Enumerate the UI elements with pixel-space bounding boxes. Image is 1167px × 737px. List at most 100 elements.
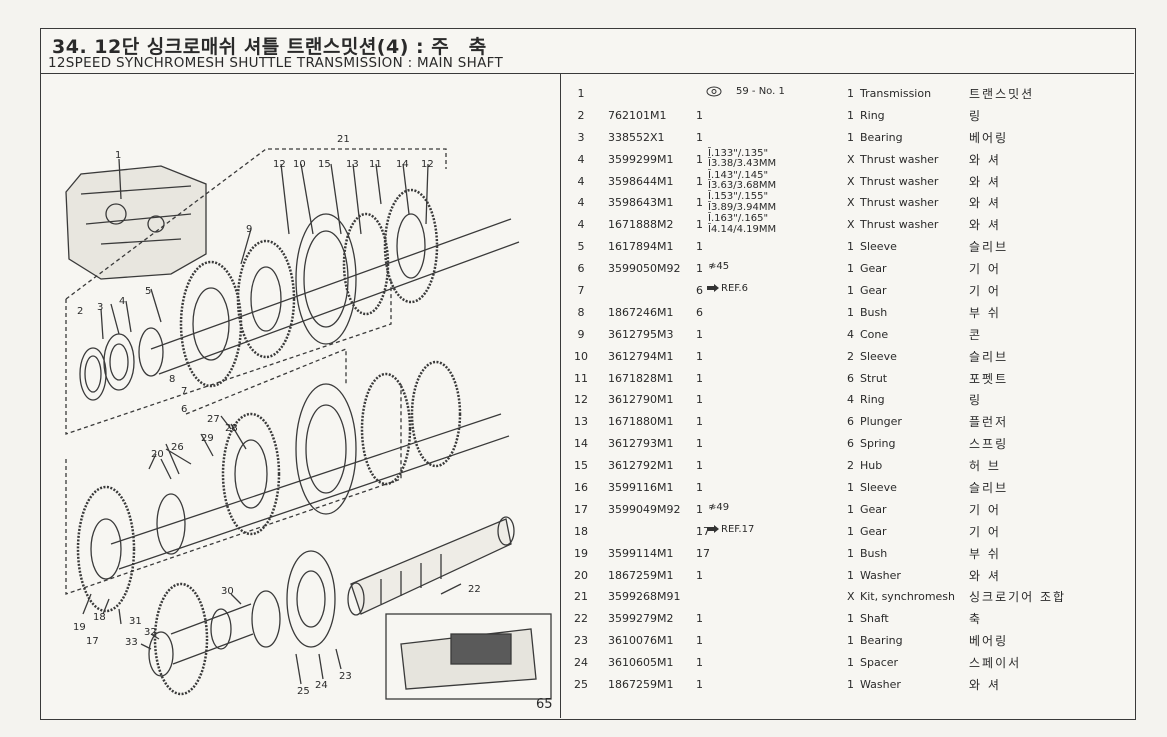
quantity-per-unit: 1: [847, 568, 854, 582]
part-name-korean: 트랜스밋션: [969, 87, 1035, 101]
quantity-per-unit: X: [847, 196, 855, 210]
item-number: 11: [574, 371, 588, 385]
part-name-korean: 콘: [969, 327, 983, 342]
part-number: 762101M1: [608, 108, 667, 122]
quantity: 17: [696, 524, 710, 538]
spec-note: REF.6: [721, 283, 748, 295]
quantity: 1: [696, 349, 703, 363]
quantity: 1: [696, 612, 703, 626]
svg-text:27: 27: [207, 414, 220, 425]
page-header: 34. 12단 싱크로매쉬 셔틀 트랜스밋션(4) : 주 축 12SPEED …: [40, 28, 1134, 74]
part-name: Sleeve: [860, 349, 897, 363]
quantity-per-unit: 6: [847, 437, 854, 451]
part-number: 3599049M92: [608, 502, 681, 516]
part-name: Bush: [860, 546, 888, 560]
part-name-korean: 포펫트: [969, 371, 1009, 386]
part-name-korean: 와 셔: [969, 152, 1001, 167]
part-name: Spacer: [860, 656, 899, 670]
svg-text:15: 15: [318, 159, 331, 170]
part-name-korean: 베어링: [969, 130, 1009, 145]
quantity: 1: [696, 371, 703, 385]
part-name-korean: 기 어: [969, 524, 1001, 539]
part-name-korean: 싱크로기어 조합: [969, 590, 1067, 605]
quantity: 1: [696, 634, 703, 648]
part-name: Spring: [860, 437, 896, 451]
item-number: 5: [577, 240, 585, 254]
quantity-per-unit: 2: [847, 349, 854, 363]
part-name-korean: 와 셔: [969, 196, 1001, 211]
part-number: 3598644M1: [608, 174, 674, 188]
item-number: 16: [574, 481, 588, 495]
part-number: 1617894M1: [608, 240, 674, 254]
bottom-gear-group: [148, 550, 336, 696]
part-number: 1671828M1: [608, 371, 674, 385]
quantity: 1: [696, 415, 703, 429]
ref-arrow-icon: [706, 283, 720, 296]
quantity-per-unit: 2: [847, 459, 854, 473]
part-number: 3599279M2: [608, 612, 674, 626]
item-number: 21: [574, 590, 588, 604]
part-number: 1867259M1: [608, 568, 674, 582]
svg-text:1: 1: [115, 150, 121, 161]
svg-text:23: 23: [339, 671, 352, 682]
quantity-per-unit: 1: [847, 524, 854, 538]
transmission-housing: [65, 165, 207, 280]
item-number: 19: [574, 546, 588, 560]
quantity: 1: [696, 656, 703, 670]
svg-text:10: 10: [293, 159, 306, 170]
quantity-per-unit: X: [847, 590, 855, 604]
part-name-korean: 베어링: [969, 634, 1009, 649]
spec-note: ≉49: [708, 501, 730, 513]
spec-note: REF.17: [721, 523, 755, 535]
quantity-per-unit: 6: [847, 371, 854, 385]
part-name-korean: 축: [969, 612, 983, 627]
part-number: 3599050M92: [608, 262, 681, 276]
part-number: 1867259M1: [608, 678, 674, 692]
quantity: 1: [696, 393, 703, 407]
spec-note: Ī.143"/.145" Ī3.63/3.68MM: [708, 169, 777, 192]
item-number: 7: [577, 284, 585, 298]
part-number: 3599116M1: [608, 481, 674, 495]
part-number: 3599268M91: [608, 590, 681, 604]
item-number: 1: [577, 87, 585, 100]
part-name: Gear: [860, 502, 887, 516]
svg-text:4: 4: [119, 296, 125, 307]
quantity-per-unit: 1: [847, 546, 854, 560]
quantity: 1: [696, 196, 703, 210]
part-number: 3612790M1: [608, 393, 674, 407]
part-name-korean: 와 셔: [969, 218, 1001, 233]
part-name: Bearing: [860, 634, 903, 648]
item-number: 25: [574, 678, 588, 692]
part-number: 3612792M1: [608, 459, 674, 473]
part-name: Hub: [860, 459, 883, 473]
svg-text:9: 9: [246, 224, 252, 235]
part-name: Washer: [860, 678, 901, 692]
upper-gear-stack: [79, 188, 439, 401]
column-divider: [560, 73, 561, 718]
quantity-per-unit: X: [847, 218, 855, 232]
item-number: 12: [574, 393, 588, 407]
part-name: Ring: [860, 393, 885, 407]
quantity-per-unit: 1: [847, 108, 854, 122]
part-name: Plunger: [860, 415, 902, 429]
quantity-per-unit: 1: [847, 481, 854, 495]
quantity: 1: [696, 327, 703, 341]
part-name-korean: 허 브: [969, 459, 1001, 474]
quantity-per-unit: X: [847, 152, 855, 166]
item-number: 20: [574, 568, 588, 582]
quantity-per-unit: 1: [847, 678, 854, 692]
svg-text:21: 21: [337, 134, 350, 145]
svg-text:28: 28: [225, 423, 238, 434]
lower-gear-stack: [76, 360, 462, 613]
part-number: 3612793M1: [608, 437, 674, 451]
item-number: 4: [577, 196, 585, 210]
part-name-korean: 슬리브: [969, 481, 1009, 496]
part-name: Shaft: [860, 612, 889, 626]
svg-text:26: 26: [171, 442, 184, 453]
quantity-per-unit: 4: [847, 393, 854, 407]
quantity: 1: [696, 678, 703, 692]
item-number: 6: [577, 262, 585, 276]
spec-note: Ī.153"/.155" Ī3.89/3.94MM: [708, 191, 777, 213]
item-number: 9: [577, 327, 585, 341]
